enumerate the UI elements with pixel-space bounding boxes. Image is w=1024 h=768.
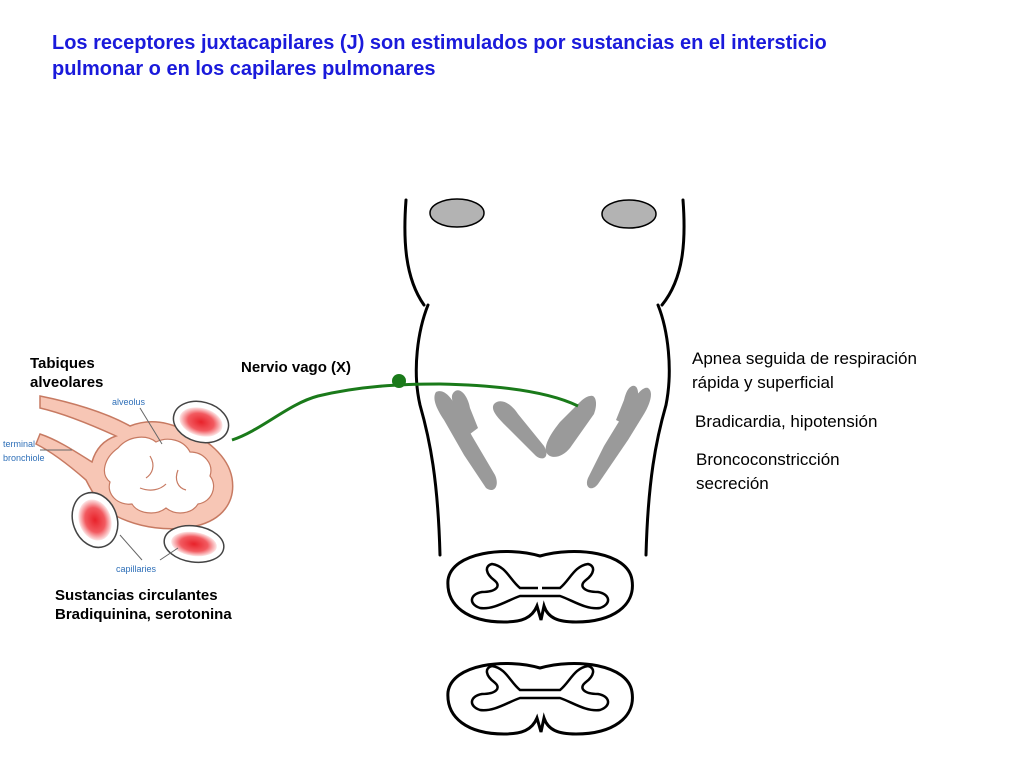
effect-bronchoconstriction: Broncoconstricción secreción (696, 448, 840, 496)
effect-bradycardia: Bradicardia, hipotensión (695, 412, 878, 431)
nucleus-left-outer (434, 391, 497, 491)
effect-apnea-line-1: Apnea seguida de respiración (692, 349, 917, 368)
spinal-cord-section-upper (446, 550, 634, 624)
alveolar-septa-label: Tabiques alveolares (30, 354, 103, 392)
bronchiole-label: bronchiole (3, 453, 45, 463)
alveolar-air-space (103, 436, 215, 514)
medullary-nuclei (434, 385, 651, 491)
septa-line-2: alveolares (30, 374, 104, 391)
vagus-nerve-label: Nervio vago (X) (241, 359, 352, 376)
capillaries-label: capillaries (116, 564, 157, 574)
effect-bronchoconstriction-line-1: Broncoconstricción (696, 450, 840, 469)
brainstem (403, 198, 686, 557)
spinal-cord-section-lower (446, 662, 634, 736)
substances-line-2: Bradiquinina, serotonina (55, 606, 232, 623)
slide-title: Los receptores juxtacapilares (J) son es… (52, 30, 972, 82)
septa-line-1: Tabiques (30, 355, 95, 372)
medulla-right-outline (644, 303, 671, 557)
midbrain-left-outline (403, 198, 426, 307)
right-peduncle-oval (601, 199, 657, 229)
terminal-label: terminal (3, 439, 35, 449)
capillary-bottom-left (71, 491, 119, 549)
medulla-left-outline (414, 303, 442, 557)
capillary-bottom-right (163, 524, 225, 564)
gray-matter-lower (470, 664, 610, 712)
gray-matter-upper (470, 562, 610, 610)
substances-line-1: Sustancias circulantes (55, 587, 218, 604)
nucleus-right-outer (586, 387, 651, 489)
nodose-ganglion-dot (392, 374, 406, 388)
spinal-cord-upper-outline (446, 550, 634, 624)
midbrain-right-outline (660, 198, 686, 307)
nucleus-center-left (492, 401, 547, 459)
title-line-1: Los receptores juxtacapilares (J) son es… (52, 32, 827, 54)
effect-bronchoconstriction-line-2: secreción (696, 474, 769, 493)
spinal-cord-lower-outline (446, 662, 634, 736)
title-line-2: pulmonar o en los capilares pulmonares (52, 58, 436, 80)
circulating-substances-label: Sustancias circulantes Bradiquinina, ser… (55, 586, 232, 624)
effect-apnea: Apnea seguida de respiración rápida y su… (692, 347, 917, 395)
nucleus-right-inner (616, 385, 639, 424)
alveolus-inset: alveolus terminal bronchiole capillaries (3, 395, 234, 574)
vagus-nerve (231, 382, 579, 442)
alveolus-label: alveolus (112, 397, 146, 407)
capillary-top (172, 400, 230, 444)
nucleus-center-right (545, 395, 597, 457)
nucleus-left-inner (451, 390, 478, 434)
effect-apnea-line-2: rápida y superficial (692, 373, 834, 392)
left-peduncle-oval (429, 198, 485, 228)
